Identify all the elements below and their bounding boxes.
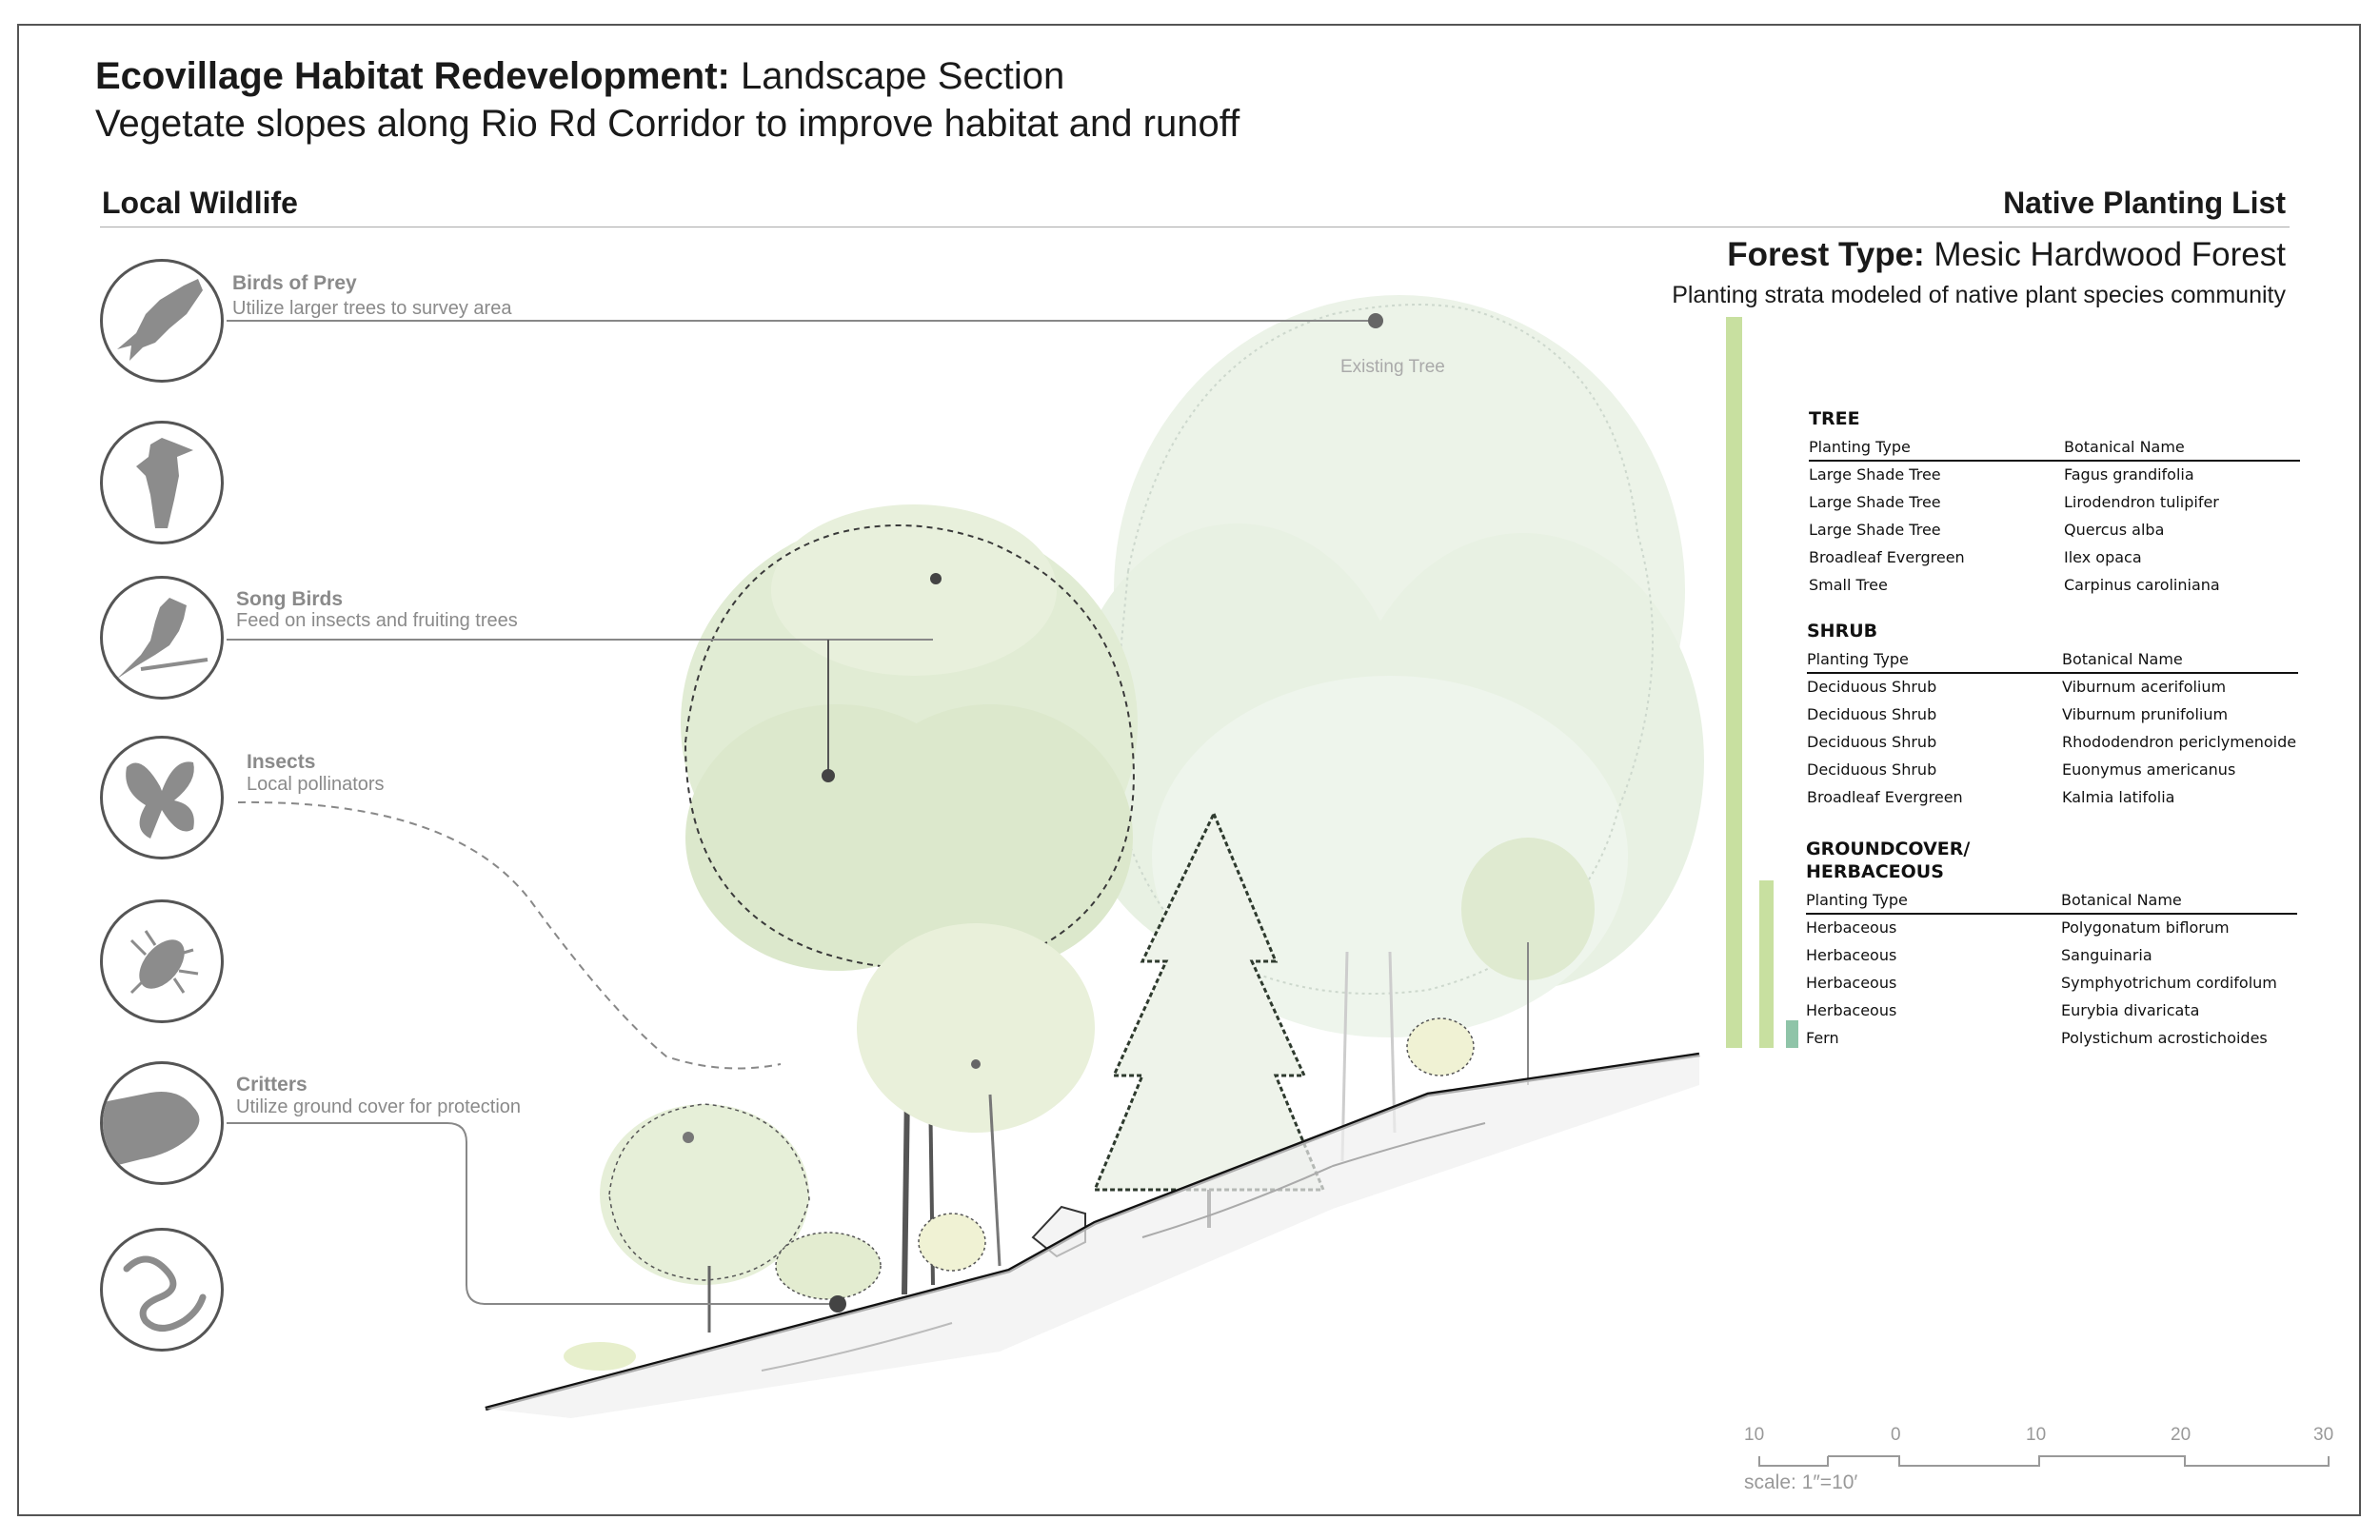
- row-type: Deciduous Shrub: [1807, 760, 1937, 779]
- row-name: Quercus alba: [2064, 521, 2165, 539]
- scale-tick: 20: [2171, 1425, 2192, 1445]
- small-tree: [600, 1103, 810, 1333]
- local-wildlife-heading: Local Wildlife: [102, 186, 298, 220]
- scale-tick: 30: [2313, 1425, 2334, 1445]
- section-title-shrub: SHRUB: [1807, 621, 1878, 642]
- row-name: Polystichum acrostichoides: [2061, 1029, 2268, 1047]
- row-type: Herbaceous: [1806, 974, 1897, 992]
- shade-tree: [681, 504, 1138, 1295]
- wildlife-desc-insects: Local pollinators: [247, 774, 385, 795]
- row-name: Fagus grandifolia: [2064, 465, 2194, 484]
- wildlife-desc-song-birds: Feed on insects and fruiting trees: [236, 610, 518, 631]
- woodpecker-icon: [100, 421, 224, 544]
- row-name: Rhododendron periclymenoide: [2062, 733, 2297, 751]
- row-type: Large Shade Tree: [1809, 521, 1941, 539]
- wildlife-desc-critters: Utilize ground cover for protection: [236, 1096, 522, 1117]
- section-title-tree: TREE: [1809, 408, 1860, 429]
- existing-tree-label: Existing Tree: [1340, 357, 1445, 377]
- scale-tick: 0: [1891, 1425, 1901, 1445]
- page-subtitle: Vegetate slopes along Rio Rd Corridor to…: [95, 103, 1240, 145]
- row-name: Sanguinaria: [2061, 946, 2152, 964]
- wildlife-name-birds-of-prey: Birds of Prey: [232, 272, 357, 294]
- beetle-icon: [100, 899, 224, 1023]
- understory-tree: [857, 923, 1095, 1267]
- row-name: Kalmia latifolia: [2062, 788, 2175, 806]
- ground-slope: [485, 1052, 1700, 1418]
- snake-icon: [100, 1228, 224, 1352]
- wildlife-name-song-birds: Song Birds: [236, 588, 344, 610]
- scale-tick: 10: [2026, 1425, 2047, 1445]
- row-name: Viburnum prunifolium: [2062, 705, 2229, 723]
- col-rule: [1807, 672, 2298, 674]
- wildlife-name-critters: Critters: [236, 1074, 307, 1096]
- butterfly-icon: [100, 736, 224, 859]
- col-header-botanical: Botanical Name: [2064, 438, 2185, 456]
- col-header-type: Planting Type: [1806, 891, 1908, 909]
- strata-bars: [1726, 317, 1798, 1048]
- row-type: Fern: [1806, 1029, 1839, 1047]
- row-name: Euonymus americanus: [2062, 760, 2236, 779]
- native-planting-heading: Native Planting List: [2003, 186, 2286, 220]
- row-type: Deciduous Shrub: [1807, 705, 1937, 723]
- right-small-tree: [1461, 838, 1595, 1085]
- col-header-botanical: Botanical Name: [2062, 650, 2183, 668]
- row-type: Deciduous Shrub: [1807, 733, 1937, 751]
- col-header-type: Planting Type: [1809, 438, 1911, 456]
- row-type: Broadleaf Evergreen: [1807, 788, 1963, 806]
- row-name: Viburnum acerifolium: [2062, 678, 2227, 696]
- col-header-type: Planting Type: [1807, 650, 1909, 668]
- row-name: Ilex opaca: [2064, 548, 2142, 566]
- songbird-icon: [100, 576, 224, 700]
- frog-icon: [100, 1061, 224, 1185]
- row-type: Herbaceous: [1806, 946, 1897, 964]
- leader-lines: [227, 313, 1383, 1313]
- row-name: Polygonatum biflorum: [2061, 918, 2230, 937]
- section-title-herbaceous: HERBACEOUS: [1806, 861, 1944, 882]
- forest-type: Forest Type: Mesic Hardwood Forest: [1727, 236, 2286, 273]
- row-type: Large Shade Tree: [1809, 465, 1941, 484]
- shrubs: [564, 1017, 1475, 1371]
- col-rule: [1806, 913, 2297, 915]
- strata-note: Planting strata modeled of native plant …: [1672, 282, 2286, 308]
- page-frame: [17, 24, 2361, 1516]
- page-title: Ecovillage Habitat Redevelopment: Landsc…: [95, 55, 1065, 97]
- row-name: Carpinus caroliniana: [2064, 576, 2220, 594]
- row-name: Lirodendron tulipifer: [2064, 493, 2219, 511]
- row-name: Eurybia divaricata: [2061, 1001, 2200, 1019]
- row-type: Large Shade Tree: [1809, 493, 1941, 511]
- wildlife-name-insects: Insects: [247, 751, 316, 773]
- wildlife-desc-birds-of-prey: Utilize larger trees to survey area: [232, 298, 512, 319]
- hawk-icon: [100, 259, 224, 383]
- scale-bar: [1758, 1455, 2330, 1467]
- row-type: Deciduous Shrub: [1807, 678, 1937, 696]
- section-title-groundcover: GROUNDCOVER/: [1806, 839, 1971, 859]
- row-name: Symphyotrichum cordifolum: [2061, 974, 2277, 992]
- row-type: Herbaceous: [1806, 1001, 1897, 1019]
- col-rule: [1809, 460, 2300, 462]
- col-header-botanical: Botanical Name: [2061, 891, 2182, 909]
- row-type: Small Tree: [1809, 576, 1888, 594]
- row-type: Broadleaf Evergreen: [1809, 548, 1965, 566]
- scale-label: scale: 1″=10′: [1744, 1471, 1858, 1493]
- row-type: Herbaceous: [1806, 918, 1897, 937]
- scale-tick: 10: [1744, 1425, 1765, 1445]
